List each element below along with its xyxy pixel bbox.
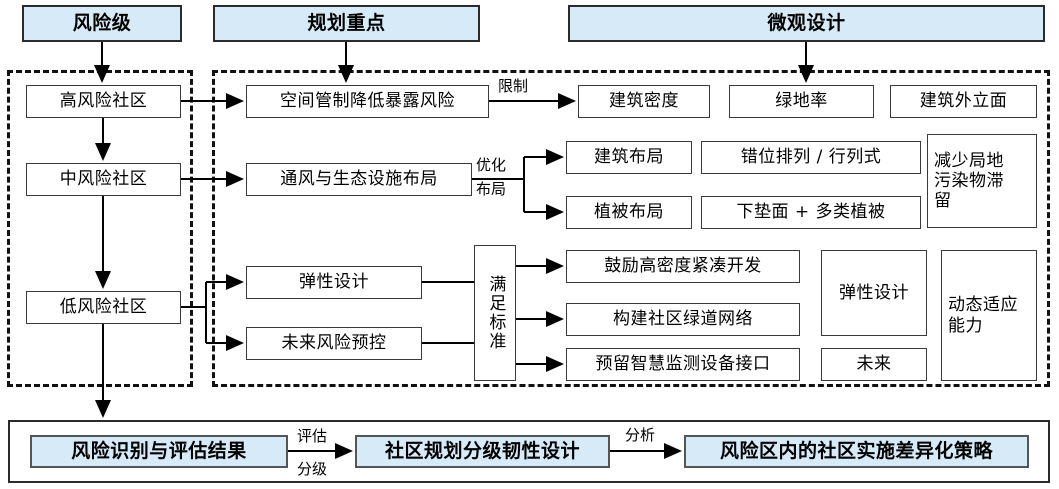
edge-label-restrict: 限制: [498, 77, 529, 95]
strategy-group-boundary: [212, 70, 1050, 387]
tag-flexible-design: 弹性设计: [821, 250, 927, 336]
bottom-graded-resilience-design[interactable]: 社区规划分级韧性设计: [355, 435, 610, 468]
outcome-dynamic-adaptive-capacity: 动态适应 能力: [941, 250, 1037, 381]
tag-future: 未来: [821, 348, 927, 381]
micro-community-greenway-network[interactable]: 构建社区绿道网络: [566, 303, 800, 336]
micro-smart-monitoring-interface[interactable]: 预留智慧监测设备接口: [566, 348, 800, 381]
micro-underlying-surface-vegetation[interactable]: 下垫面 + 多类植被: [701, 196, 921, 229]
risk-level-medium[interactable]: 中风险社区: [26, 163, 181, 196]
criteria-gate-meet-standard[interactable]: 满足标准: [474, 245, 516, 381]
micro-building-facade[interactable]: 建筑外立面: [890, 85, 1037, 118]
risk-level-high[interactable]: 高风险社区: [26, 85, 181, 118]
edge-label-assess: 评估: [297, 427, 328, 445]
header-risk-level: 风险级: [22, 5, 182, 42]
bottom-differentiated-strategy[interactable]: 风险区内的社区实施差异化策略: [684, 435, 1029, 468]
planning-focus-spatial-control[interactable]: 空间管制降低暴露风险: [246, 85, 489, 118]
micro-encourage-compact-development[interactable]: 鼓励高密度紧凑开发: [566, 250, 800, 283]
planning-focus-flexible-design[interactable]: 弹性设计: [246, 266, 422, 299]
planning-focus-future-risk-control[interactable]: 未来风险预控: [246, 327, 422, 360]
micro-building-layout[interactable]: 建筑布局: [566, 141, 692, 174]
micro-staggered-or-row-arrangement[interactable]: 错位排列 / 行列式: [701, 141, 921, 174]
micro-green-ratio[interactable]: 绿地率: [729, 85, 874, 118]
micro-vegetation-layout[interactable]: 植被布局: [566, 196, 692, 229]
header-planning-focus: 规划重点: [213, 5, 480, 42]
bottom-risk-assessment-result[interactable]: 风险识别与评估结果: [30, 435, 288, 468]
header-micro-design: 微观设计: [568, 5, 1045, 42]
edge-label-layout: 布局: [476, 180, 507, 198]
edge-label-grade: 分级: [297, 460, 328, 478]
planning-focus-ventilation-ecology[interactable]: 通风与生态设施布局: [246, 163, 472, 196]
risk-level-low[interactable]: 低风险社区: [26, 291, 181, 324]
outcome-reduce-local-pollutant-retention: 减少局地 污染物滞 留: [927, 134, 1037, 228]
micro-building-density[interactable]: 建筑密度: [578, 85, 710, 118]
edge-label-optimize: 优化: [476, 156, 507, 174]
edge-label-analyze: 分析: [625, 426, 656, 444]
